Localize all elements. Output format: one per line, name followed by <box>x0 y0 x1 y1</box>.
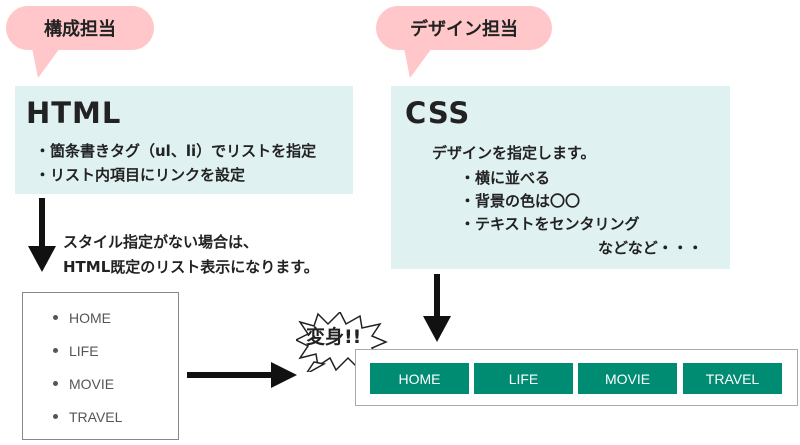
default-style-note: スタイル指定がない場合は、 HTML既定のリスト表示になります。 <box>63 230 319 280</box>
html-bubble-tail <box>32 48 60 78</box>
nav-button-travel[interactable]: TRAVEL <box>683 363 782 394</box>
css-etc-text: などなど・・・ <box>598 239 703 257</box>
html-bullet-1: ・箇条書きタグ（ul、li）でリストを指定 <box>35 142 317 160</box>
bullet-dot-icon <box>53 315 58 320</box>
html-bullet-2: ・リスト内項目にリンクを設定 <box>35 166 246 184</box>
css-role-label: デザイン担当 <box>410 19 518 40</box>
list-item-label: TRAVEL <box>69 409 123 425</box>
css-bubble-tail <box>404 48 432 78</box>
bullet-dot-icon <box>53 381 58 386</box>
css-panel: CSS デザインを指定します。 ・横に並べる ・背景の色は〇〇 ・テキストをセン… <box>391 86 730 269</box>
css-bullet-3: ・テキストをセンタリング <box>460 215 640 233</box>
html-panel: HTML ・箇条書きタグ（ul、li）でリストを指定 ・リスト内項目にリンクを設… <box>15 86 353 194</box>
down-arrow-icon <box>28 198 56 272</box>
css-bullet-2: ・背景の色は〇〇 <box>460 192 581 210</box>
default-list: HOME LIFE MOVIE TRAVEL <box>51 309 122 441</box>
list-item: LIFE <box>51 342 122 375</box>
css-lead-text: デザインを指定します。 <box>432 144 596 162</box>
nav-button-movie[interactable]: MOVIE <box>578 363 677 394</box>
bullet-dot-icon <box>53 414 58 419</box>
note-line-2: HTML既定のリスト表示になります。 <box>63 258 319 276</box>
list-item-label: HOME <box>69 310 111 326</box>
list-item-label: MOVIE <box>69 376 115 392</box>
transform-label: 変身!! <box>306 326 362 348</box>
css-bullet-1: ・横に並べる <box>460 169 551 187</box>
html-panel-title: HTML <box>26 96 122 130</box>
list-item: HOME <box>51 309 122 342</box>
bullet-dot-icon <box>53 348 58 353</box>
html-role-bubble: 構成担当 <box>6 6 154 50</box>
html-role-label: 構成担当 <box>44 19 116 40</box>
list-item-label: LIFE <box>69 343 99 359</box>
down-arrow-icon <box>423 274 451 342</box>
nav-button-home[interactable]: HOME <box>370 363 469 394</box>
styled-nav-box: HOME LIFE MOVIE TRAVEL <box>355 349 798 406</box>
note-line-1: スタイル指定がない場合は、 <box>63 233 259 251</box>
css-role-bubble: デザイン担当 <box>376 6 552 50</box>
css-panel-title: CSS <box>405 96 471 130</box>
right-arrow-icon <box>187 362 297 388</box>
list-item: TRAVEL <box>51 408 122 441</box>
list-item: MOVIE <box>51 375 122 408</box>
nav-button-life[interactable]: LIFE <box>474 363 573 394</box>
default-list-box: HOME LIFE MOVIE TRAVEL <box>22 292 179 440</box>
